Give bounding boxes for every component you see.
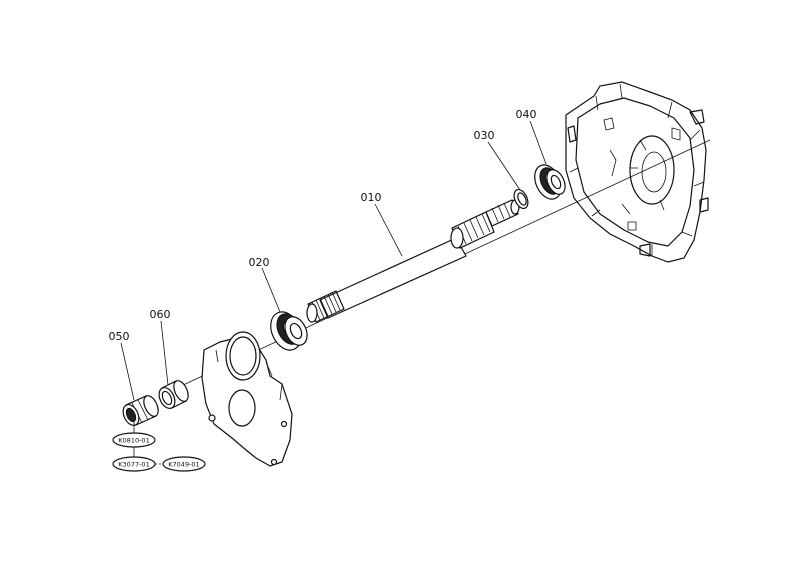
snap-ring-030 bbox=[513, 188, 529, 210]
reference-code-k0810: K0810-01 bbox=[118, 437, 149, 445]
reference-oval-k7049 bbox=[162, 456, 206, 472]
transmission-case bbox=[565, 81, 709, 263]
reference-oval-k0810 bbox=[112, 432, 156, 448]
part-label-010: 010 bbox=[361, 191, 382, 204]
ball-bearing-020 bbox=[270, 311, 308, 351]
gasket-ring bbox=[225, 331, 261, 381]
reference-code-k7049: K7049-01 bbox=[168, 461, 199, 469]
reference-oval-k3077 bbox=[112, 456, 156, 472]
part-label-050: 050 bbox=[109, 330, 130, 343]
ball-bearing-040 bbox=[534, 164, 566, 200]
part-label-020: 020 bbox=[249, 256, 270, 269]
part-label-060: 060 bbox=[150, 308, 171, 321]
leader-lines bbox=[120, 120, 547, 465]
part-label-030: 030 bbox=[474, 129, 495, 142]
reference-code-k3077: K3077-01 bbox=[118, 461, 149, 469]
collar-060 bbox=[158, 380, 189, 409]
shaft-part bbox=[306, 199, 520, 323]
needle-bearing-050 bbox=[122, 395, 159, 426]
reference-codes: K0810-01 K3077-01 K7049-01 bbox=[112, 432, 206, 472]
part-labels: 010 020 030 040 050 060 bbox=[109, 108, 537, 343]
part-label-040: 040 bbox=[516, 108, 537, 121]
